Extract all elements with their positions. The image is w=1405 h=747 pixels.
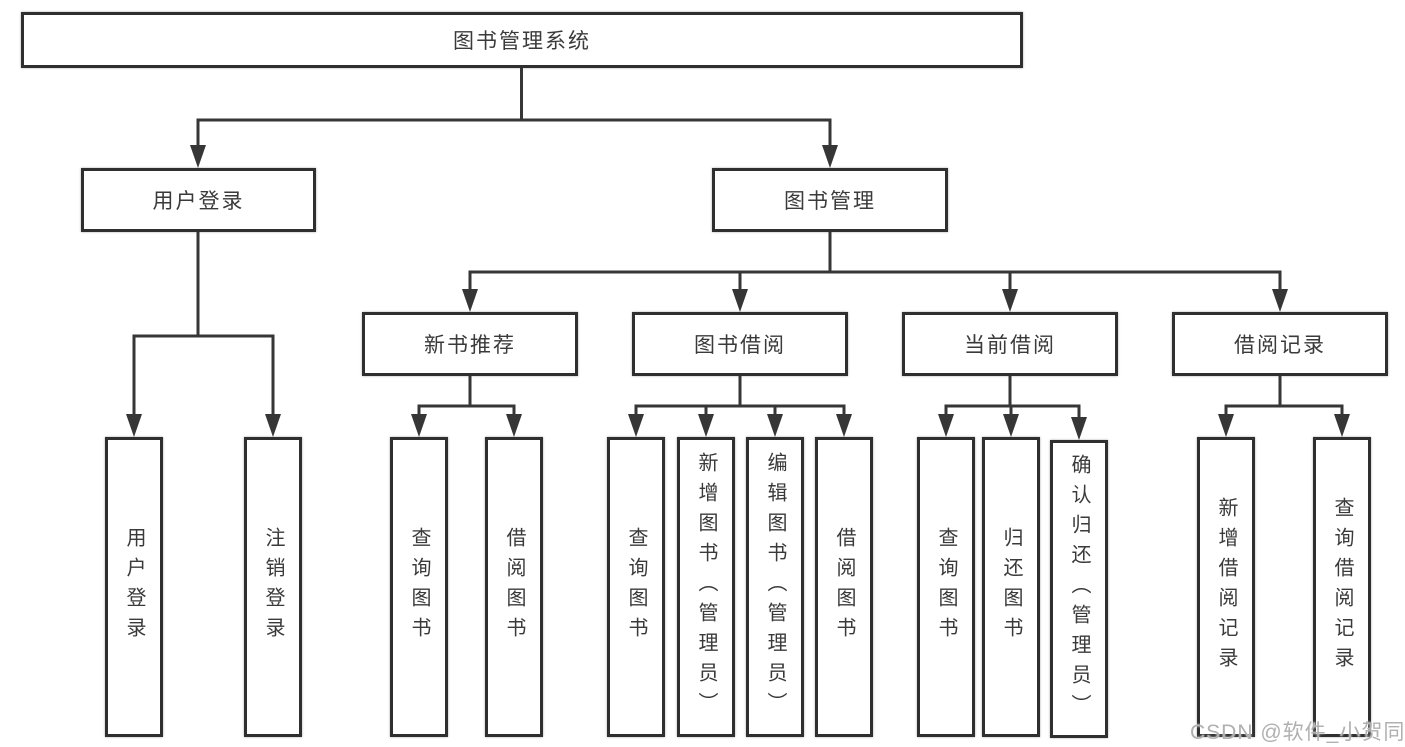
leaf-add-borrow-record: 新增借阅记录 bbox=[1197, 437, 1255, 737]
leaf-logout-label: 注销登录 bbox=[262, 527, 284, 647]
node-book-borrow-label: 图书借阅 bbox=[694, 334, 786, 357]
node-root: 图书管理系统 bbox=[21, 12, 1023, 68]
leaf-edit-books-admin: 编辑图书（管理员） bbox=[746, 437, 804, 737]
leaf-label: 查询图书 bbox=[625, 527, 647, 647]
node-book-management: 图书管理 bbox=[712, 168, 948, 232]
leaf-query-books-borrow: 查询图书 bbox=[607, 437, 665, 737]
leaf-borrow-books: 借阅图书 bbox=[815, 437, 873, 737]
node-borrow-records-label: 借阅记录 bbox=[1234, 334, 1326, 357]
leaf-label: 查询借阅记录 bbox=[1331, 497, 1353, 677]
node-user-login-label: 用户登录 bbox=[152, 190, 245, 213]
node-root-label: 图书管理系统 bbox=[453, 30, 591, 53]
node-book-borrow: 图书借阅 bbox=[632, 312, 848, 376]
leaf-label: 新增图书（管理员） bbox=[695, 452, 717, 722]
node-current-borrow-label: 当前借阅 bbox=[964, 334, 1056, 357]
leaf-confirm-return-admin: 确认归还（管理员） bbox=[1050, 440, 1108, 738]
leaf-label: 新增借阅记录 bbox=[1215, 497, 1237, 677]
leaf-return-books: 归还图书 bbox=[982, 437, 1040, 737]
leaf-label: 借阅图书 bbox=[503, 527, 525, 647]
node-new-book-recommend: 新书推荐 bbox=[362, 312, 578, 376]
node-book-management-label: 图书管理 bbox=[784, 190, 876, 213]
leaf-query-books-current: 查询图书 bbox=[917, 437, 975, 737]
node-new-book-recommend-label: 新书推荐 bbox=[424, 334, 516, 357]
leaf-label: 编辑图书（管理员） bbox=[764, 452, 786, 722]
leaf-label: 借阅图书 bbox=[833, 527, 855, 647]
node-current-borrow: 当前借阅 bbox=[902, 312, 1118, 376]
leaf-user-login-label: 用户登录 bbox=[123, 527, 145, 647]
leaf-label: 归还图书 bbox=[1000, 527, 1022, 647]
node-user-login: 用户登录 bbox=[81, 168, 316, 232]
leaf-label: 查询图书 bbox=[935, 527, 957, 647]
leaf-add-books-admin: 新增图书（管理员） bbox=[677, 437, 735, 737]
leaf-logout: 注销登录 bbox=[244, 437, 302, 737]
csdn-watermark: CSDN @软件_小贺同学 bbox=[1190, 721, 1405, 744]
leaf-label: 查询图书 bbox=[408, 527, 430, 647]
leaf-query-borrow-record: 查询借阅记录 bbox=[1313, 437, 1371, 737]
leaf-label: 确认归还（管理员） bbox=[1068, 454, 1090, 724]
leaf-user-login: 用户登录 bbox=[105, 437, 163, 737]
node-borrow-records: 借阅记录 bbox=[1172, 312, 1388, 376]
leaf-query-books-recommend: 查询图书 bbox=[390, 437, 448, 737]
leaf-borrow-books-recommend: 借阅图书 bbox=[485, 437, 543, 737]
